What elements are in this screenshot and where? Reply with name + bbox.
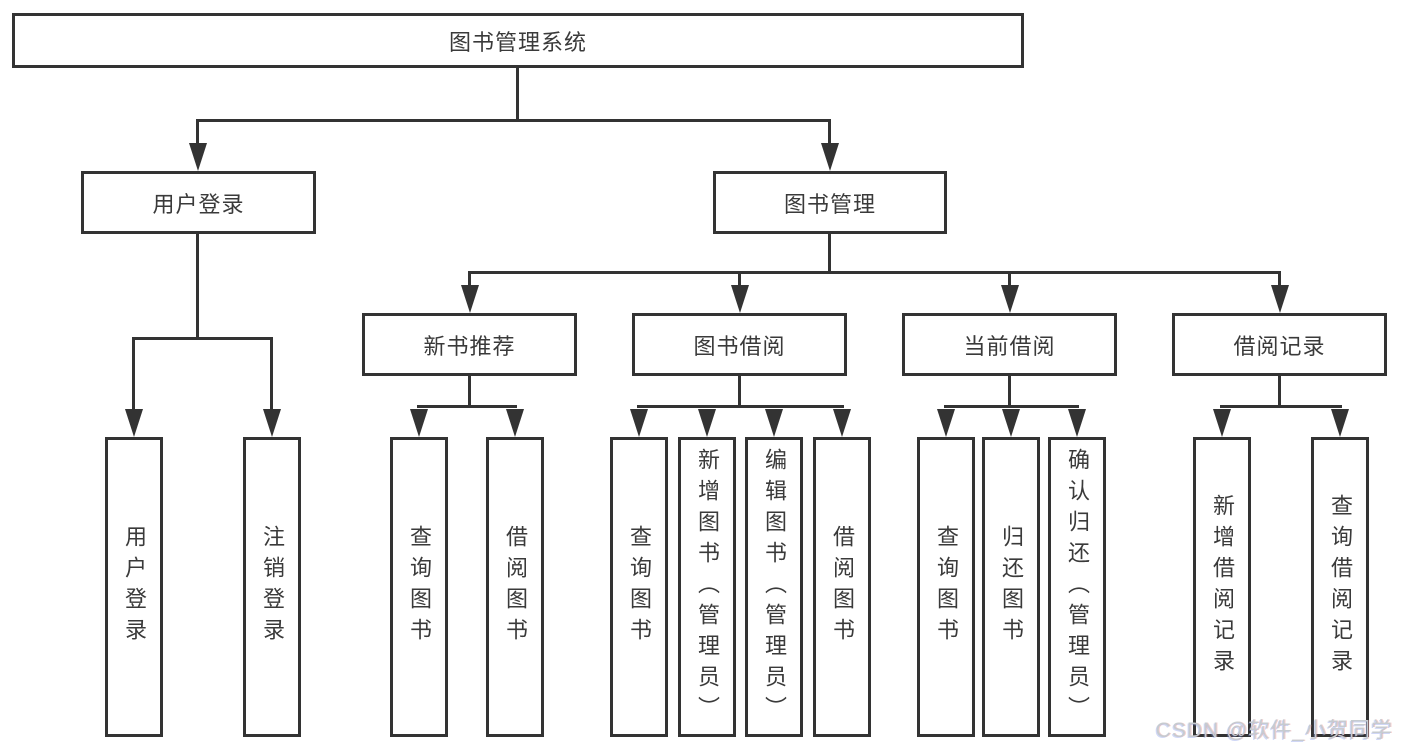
node-new-book-recommend: 新书推荐 [362, 313, 577, 376]
leaf-confirm-return-admin: 确认归还（管理员） [1048, 437, 1106, 737]
node-book-management-label: 图书管理 [783, 191, 876, 217]
leaf-borrow-books-recommend-label: 借阅图书 [503, 525, 528, 649]
leaf-user-login: 用户登录 [105, 437, 163, 737]
connector-segment [516, 68, 519, 122]
node-user-login-label: 用户登录 [152, 191, 245, 217]
node-user-login: 用户登录 [81, 171, 316, 234]
leaf-query-books-current-label: 查询图书 [934, 525, 959, 649]
leaf-query-books-borrowing: 查询图书 [610, 437, 668, 737]
node-borrow-records: 借阅记录 [1172, 313, 1387, 376]
node-book-borrowing: 图书借阅 [632, 313, 847, 376]
leaf-edit-books-admin-label: 编辑图书（管理员） [762, 447, 787, 727]
arrow-down-icon [1331, 409, 1349, 437]
watermark: CSDN @软件_小贺同学 [1155, 719, 1393, 742]
leaf-query-books-recommend: 查询图书 [390, 437, 448, 737]
connector-segment [637, 405, 844, 408]
connector-segment [468, 376, 471, 408]
node-current-borrowing-label: 当前借阅 [963, 333, 1056, 359]
connector-segment [944, 405, 1079, 408]
arrow-down-icon [1068, 409, 1086, 437]
leaf-add-borrow-record-label: 新增借阅记录 [1210, 494, 1235, 680]
leaf-add-books-admin: 新增图书（管理员） [678, 437, 736, 737]
node-library-system-label: 图书管理系统 [448, 29, 587, 55]
connector-segment [1278, 376, 1281, 408]
leaf-return-books: 归还图书 [982, 437, 1040, 737]
node-book-borrowing-label: 图书借阅 [693, 333, 786, 359]
connector-segment [1008, 376, 1011, 408]
leaf-query-books-borrowing-label: 查询图书 [627, 525, 652, 649]
arrow-down-icon [937, 409, 955, 437]
node-current-borrowing: 当前借阅 [902, 313, 1117, 376]
node-new-book-recommend-label: 新书推荐 [423, 333, 516, 359]
connector-segment [468, 271, 471, 288]
arrow-down-icon [410, 409, 428, 437]
leaf-query-borrow-record: 查询借阅记录 [1311, 437, 1369, 737]
leaf-return-books-label: 归还图书 [999, 525, 1024, 649]
arrow-down-icon [1001, 285, 1019, 313]
node-book-management: 图书管理 [713, 171, 947, 234]
leaf-query-books-recommend-label: 查询图书 [407, 525, 432, 649]
connector-segment [828, 234, 831, 274]
connector-segment [1278, 271, 1281, 288]
arrow-down-icon [1213, 409, 1231, 437]
leaf-confirm-return-admin-label: 确认归还（管理员） [1065, 447, 1090, 727]
leaf-borrow-books-borrowing: 借阅图书 [813, 437, 871, 737]
leaf-borrow-books-borrowing-label: 借阅图书 [830, 525, 855, 649]
leaf-logout-label: 注销登录 [260, 525, 285, 649]
connector-segment [417, 405, 517, 408]
connector-segment [738, 376, 741, 408]
leaf-logout: 注销登录 [243, 437, 301, 737]
arrow-down-icon [731, 285, 749, 313]
connector-segment [738, 271, 741, 288]
connector-segment [132, 337, 273, 340]
leaf-edit-books-admin: 编辑图书（管理员） [745, 437, 803, 737]
arrow-down-icon [698, 409, 716, 437]
arrow-down-icon [506, 409, 524, 437]
connector-segment [196, 119, 831, 122]
connector-segment [1008, 271, 1011, 288]
arrow-down-icon [821, 143, 839, 171]
arrow-down-icon [765, 409, 783, 437]
arrow-down-icon [1271, 285, 1289, 313]
connector-segment [132, 337, 135, 412]
arrow-down-icon [461, 285, 479, 313]
connector-segment [196, 119, 199, 146]
leaf-query-books-current: 查询图书 [917, 437, 975, 737]
node-borrow-records-label: 借阅记录 [1233, 333, 1326, 359]
arrow-down-icon [630, 409, 648, 437]
leaf-borrow-books-recommend: 借阅图书 [486, 437, 544, 737]
connector-segment [270, 337, 273, 412]
leaf-add-borrow-record: 新增借阅记录 [1193, 437, 1251, 737]
arrow-down-icon [1002, 409, 1020, 437]
connector-segment [196, 234, 199, 340]
connector-segment [468, 271, 1281, 274]
connector-segment [828, 119, 831, 146]
arrow-down-icon [125, 409, 143, 437]
leaf-add-books-admin-label: 新增图书（管理员） [695, 447, 720, 727]
connector-segment [1220, 405, 1342, 408]
arrow-down-icon [189, 143, 207, 171]
node-library-system: 图书管理系统 [12, 13, 1024, 68]
arrow-down-icon [833, 409, 851, 437]
leaf-query-borrow-record-label: 查询借阅记录 [1328, 494, 1353, 680]
leaf-user-login-label: 用户登录 [122, 525, 147, 649]
arrow-down-icon [263, 409, 281, 437]
